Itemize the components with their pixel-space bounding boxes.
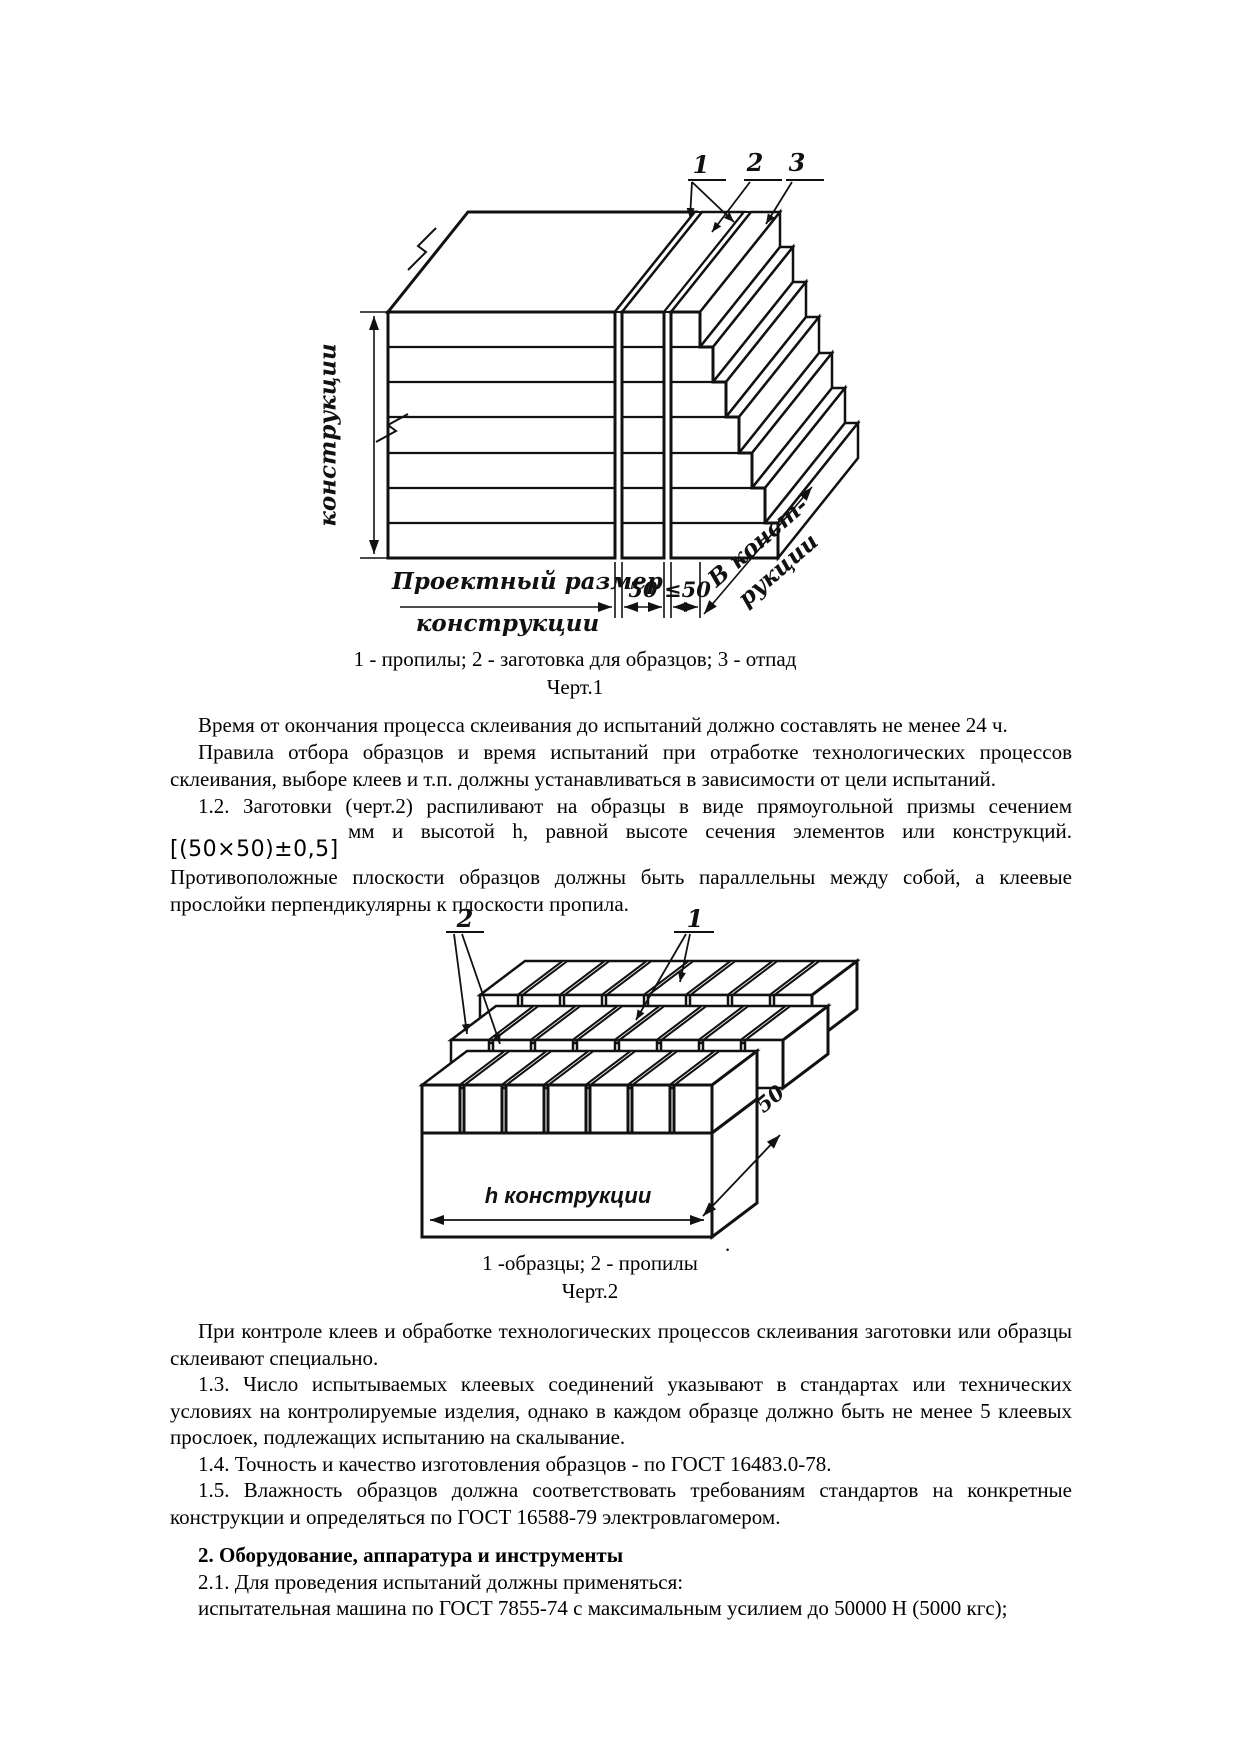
text-block-1: Время от окончания процесса склеивания д… — [170, 712, 1072, 918]
paragraph-1-3: 1.3. Число испытываемых клеевых соединен… — [170, 1372, 1072, 1449]
paragraph-1-2-intro: 1.2. Заготовки (черт.2) распиливают на о… — [198, 794, 1072, 818]
specimen-row-front — [418, 1047, 761, 1137]
spacer — [170, 1530, 1072, 1542]
figure1-design-size-label-line2: конструкции — [415, 610, 600, 637]
figure1-design-size-label-line1: Проектный размер — [392, 568, 663, 595]
figure2-caption-block: 1 -образцы; 2 - пропилы Черт.2 — [170, 1249, 1010, 1305]
paragraph-control: При контроле клеев и обработке технологи… — [170, 1319, 1072, 1370]
text-block-2: При контроле клеев и обработке технологи… — [170, 1318, 1072, 1622]
figure2-callout-2: 2 — [456, 904, 474, 933]
paragraph-rules: Правила отбора образцов и время испытани… — [170, 740, 1072, 791]
figure-1: 1 2 3 конструкции Проектный размер конст… — [300, 140, 940, 645]
paragraph-1-2-formula-row: [(50×50)±0,5] мм и высотой h, равной выс… — [170, 819, 1072, 864]
glued-construction-block — [375, 210, 699, 560]
figure1-callout-2: 2 — [746, 148, 764, 177]
saw-cuts-and-strip — [612, 210, 754, 560]
section2-heading: 2. Оборудование, аппаратура и инструмент… — [198, 1543, 624, 1567]
figure1-caption: 1 - пропилы; 2 - заготовка для образцов;… — [353, 647, 797, 671]
figure1-height-dimension-label: конструкции — [314, 343, 342, 527]
section-formula: [(50×50)±0,5] — [170, 837, 339, 862]
paragraph-2-1: 2.1. Для проведения испытаний должны при… — [198, 1569, 684, 1594]
figure2-h-dimension-label: h конструкции — [484, 1183, 652, 1208]
figure1-callout-3: 3 — [788, 148, 806, 177]
figure2-number: Черт.2 — [561, 1279, 619, 1303]
figure2-caption: 1 -образцы; 2 - пропилы — [482, 1251, 698, 1275]
paragraph-opposite-planes: Противоположные плоскости образцов должн… — [170, 865, 1072, 916]
figure2-callout-leaders — [446, 931, 714, 1045]
paragraph-time: Время от окончания процесса склеивания д… — [198, 713, 1008, 737]
figure1-number: Черт.1 — [546, 675, 604, 699]
paragraph-1-4: 1.4. Точность и качество изготовления об… — [198, 1451, 832, 1476]
figure2-drawing — [418, 931, 861, 1241]
figure1-callout-leaders — [686, 179, 824, 233]
figure2-dimension-lines — [430, 1134, 781, 1225]
figure1-caption-block: 1 - пропилы; 2 - заготовка для образцов;… — [150, 645, 1000, 701]
paragraph-1-2-continuation: мм и высотой h, равной высоте сечения эл… — [348, 819, 1072, 843]
break-mark-front — [375, 413, 409, 443]
figure1-dimension-lines — [360, 311, 813, 618]
figure1-callout-1: 1 — [692, 150, 710, 179]
figure-2: 2 1 h конструкции 50 — [370, 880, 930, 1255]
break-mark-top — [407, 227, 437, 271]
paragraph-testing-machine: испытательная машина по ГОСТ 7855-74 с м… — [198, 1596, 1008, 1620]
stray-dot: . — [725, 1232, 731, 1256]
paragraph-1-5: 1.5. Влажность образцов должна соответст… — [170, 1478, 1072, 1529]
figure2-callout-1: 1 — [686, 904, 704, 933]
figure1-le50mm-dimension: ≤50 — [664, 577, 711, 602]
figure1-50mm-dimension: 50 — [628, 577, 658, 602]
figure1-drawing — [360, 179, 861, 618]
